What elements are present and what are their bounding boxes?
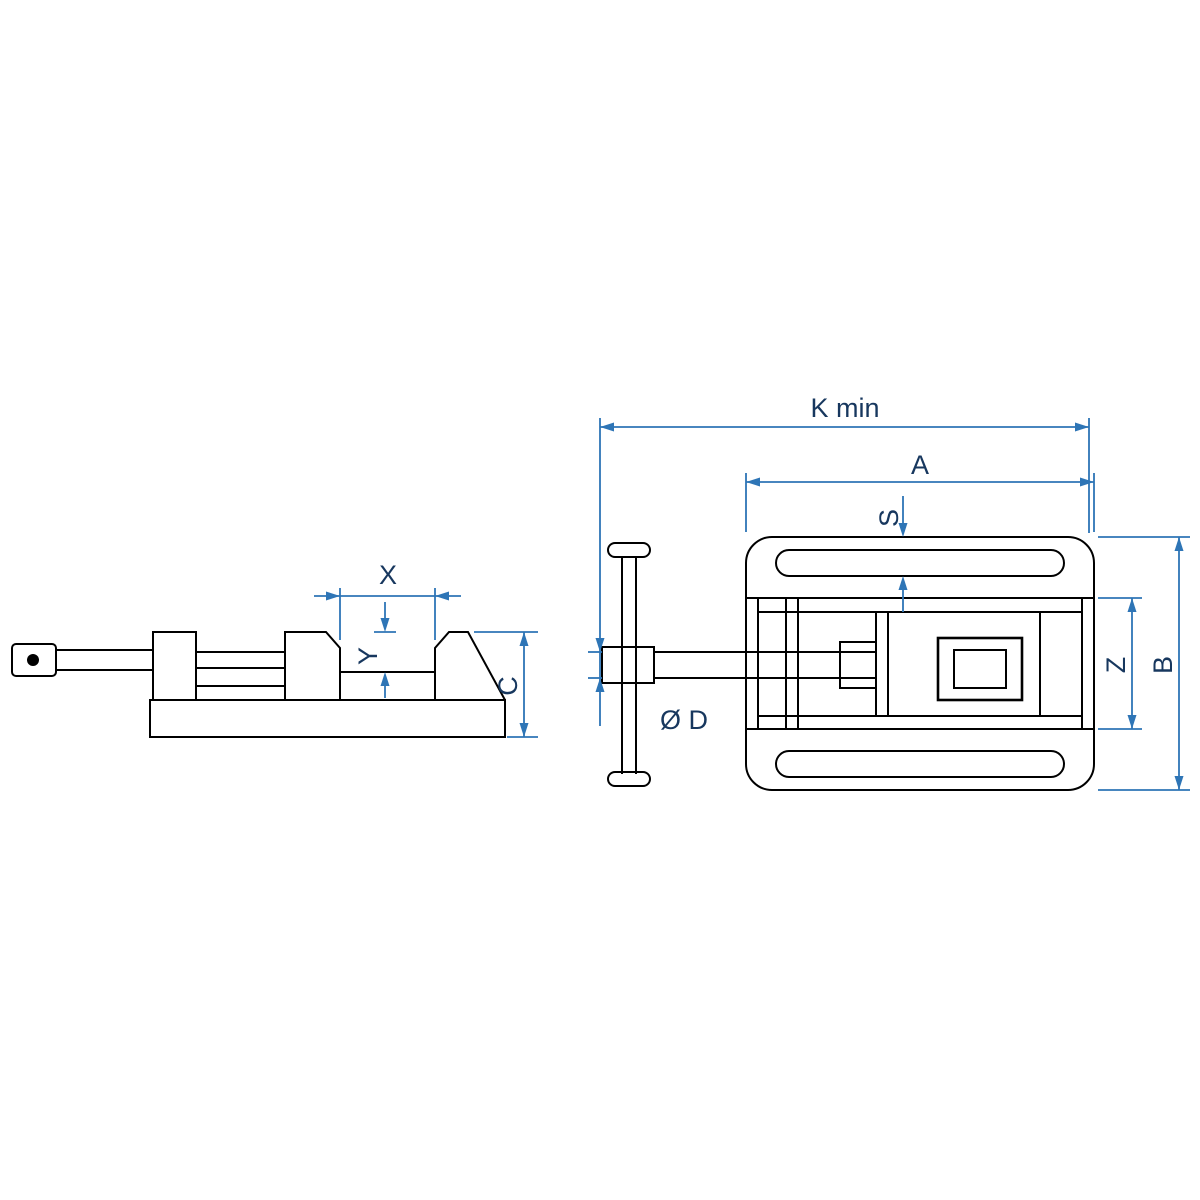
arrow-a-right bbox=[1080, 477, 1094, 487]
side-view bbox=[11, 631, 506, 738]
handle-knob-hole bbox=[27, 654, 39, 666]
dimension-label-k-min: K min bbox=[810, 393, 879, 423]
dimension-label-x: X bbox=[379, 560, 397, 590]
vise-base bbox=[149, 699, 506, 738]
dimension-label-z: Z bbox=[1101, 657, 1131, 674]
arrow-d-bottom bbox=[595, 678, 605, 692]
dimension-label-c: C bbox=[493, 676, 523, 696]
arrow-b-bottom bbox=[1174, 776, 1184, 790]
arrow-b-top bbox=[1174, 537, 1184, 551]
arrow-y-top bbox=[380, 618, 390, 632]
arrow-s-bottom bbox=[898, 576, 908, 590]
handle-bar-top-end bbox=[607, 542, 651, 558]
arrow-y-bottom bbox=[380, 672, 390, 686]
movable-jaw bbox=[284, 631, 341, 700]
handle-knob bbox=[11, 643, 57, 677]
arrow-s-top bbox=[898, 523, 908, 537]
handle-bar-bottom-end bbox=[607, 771, 651, 787]
front-view-dimensions: K min A S Ø D Z B bbox=[588, 393, 1190, 791]
arrow-d-top bbox=[595, 638, 605, 652]
side-view-dimensions: X Y C bbox=[314, 560, 538, 738]
dimension-label-a: A bbox=[911, 450, 929, 480]
dimension-label-s: S bbox=[874, 509, 904, 527]
dimension-label-y: Y bbox=[353, 647, 383, 665]
vise-body bbox=[745, 536, 1095, 791]
arrow-z-bottom bbox=[1127, 715, 1137, 729]
fixed-jaw bbox=[434, 631, 506, 701]
arrow-x-left bbox=[326, 591, 340, 601]
arrow-kmin-right bbox=[1075, 422, 1089, 432]
arrow-c-bottom bbox=[519, 723, 529, 737]
arrow-kmin-left bbox=[600, 422, 614, 432]
arrow-z-top bbox=[1127, 598, 1137, 612]
center-block-bore bbox=[953, 649, 1007, 689]
slide-bracket bbox=[152, 631, 197, 701]
arrow-x-right bbox=[435, 591, 449, 601]
center-block bbox=[936, 636, 1024, 702]
screw-collar bbox=[601, 646, 655, 684]
dimension-label-diameter-d: Ø D bbox=[660, 705, 708, 735]
screw-nut bbox=[839, 641, 877, 689]
front-view bbox=[601, 536, 1095, 791]
dimension-label-b: B bbox=[1148, 656, 1178, 674]
top-slot bbox=[775, 549, 1065, 577]
arrow-c-top bbox=[519, 632, 529, 646]
arrow-a-left bbox=[746, 477, 760, 487]
bottom-slot bbox=[775, 750, 1065, 778]
